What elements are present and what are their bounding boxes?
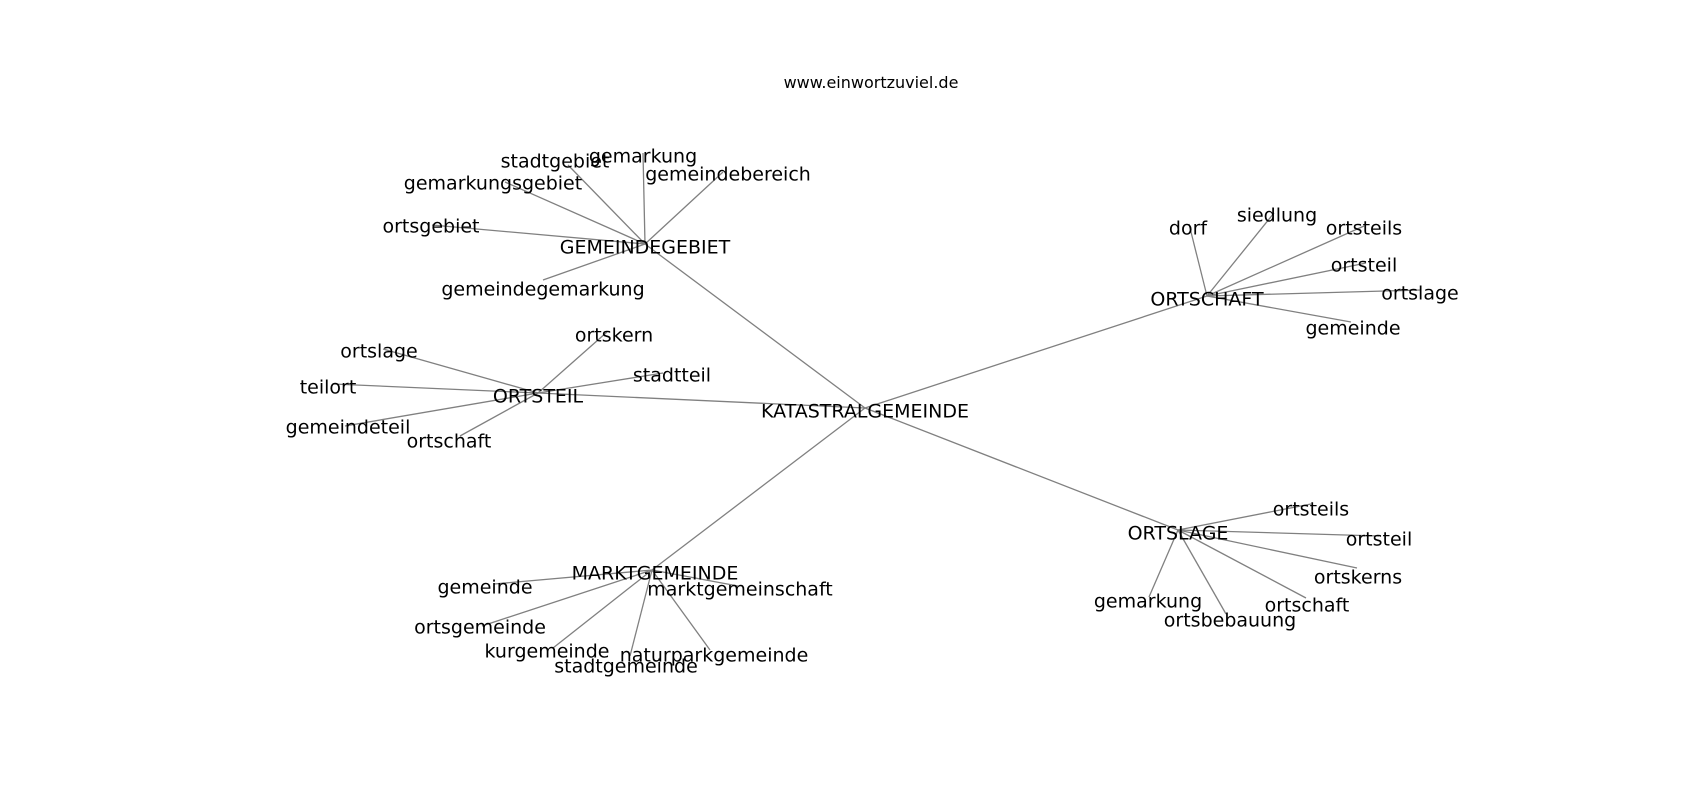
leaf-node-label: ortsteils: [1326, 218, 1402, 240]
edge-hub-to-leaf: [537, 331, 608, 394]
site-title: www.einwortzuviel.de: [784, 73, 959, 92]
edge-center-to-hub: [651, 407, 866, 571]
leaf-node-label: ortsteil: [1346, 529, 1412, 551]
leaf-node-label: gemarkung: [1094, 591, 1202, 613]
edge-hub-to-leaf: [1206, 295, 1352, 323]
edge-hub-to-leaf: [1177, 529, 1358, 569]
labels-layer: KATASTRALGEMEINDE GEMEINDEGEBIET stadtgebi…: [286, 146, 1459, 678]
edge-hub-to-leaf: [642, 152, 646, 245]
center-node-label: KATASTRALGEMEINDE: [761, 401, 969, 423]
edge-hub-to-leaf: [1148, 529, 1179, 598]
leaf-node-label: dorf: [1169, 218, 1208, 240]
leaf-node-label: ortskerns: [1314, 567, 1402, 589]
leaf-node-label: kurgemeinde: [485, 641, 610, 663]
edge-hub-to-leaf: [1177, 529, 1307, 599]
leaf-node-label: ortschaft: [1265, 595, 1350, 617]
edge-hub-to-leaf: [567, 164, 646, 245]
leaf-node-label: ortsteil: [1331, 255, 1397, 277]
edge-hub-to-leaf: [332, 383, 539, 394]
leaf-node-label: ortsgemeinde: [414, 617, 546, 639]
edge-hub-to-leaf: [552, 569, 653, 649]
hub-node-label: ORTSLAGE: [1128, 523, 1229, 545]
leaf-node-label: gemeindegemarkung: [441, 279, 644, 301]
edge-hub-to-leaf: [1177, 529, 1380, 537]
edges-layer: [332, 152, 1422, 657]
leaf-node-label: teilort: [300, 377, 357, 399]
edge-hub-to-leaf: [481, 569, 653, 627]
edge-hub-to-leaf: [504, 181, 646, 245]
leaf-node-label: stadtgebiet: [501, 151, 610, 173]
hub-node-label: GEMEINDEGEBIET: [560, 237, 731, 259]
leaf-node-label: ortslage: [1381, 283, 1458, 305]
edge-hub-to-leaf: [1206, 225, 1365, 297]
edge-center-to-hub: [864, 407, 1179, 531]
leaf-node-label: gemeindeteil: [286, 417, 411, 439]
edge-hub-to-leaf: [1206, 212, 1275, 297]
leaf-node-label: gemeindebereich: [645, 164, 811, 186]
edge-hub-to-leaf: [493, 569, 653, 585]
edge-hub-to-leaf: [629, 569, 653, 657]
edge-hub-to-leaf: [344, 392, 539, 427]
hub-node-label: MARKTGEMEINDE: [572, 563, 739, 585]
leaf-node-label: gemarkung: [589, 146, 697, 168]
leaf-node-label: siedlung: [1237, 205, 1317, 227]
leaf-node-label: ortskern: [575, 325, 653, 347]
edge-hub-to-leaf: [431, 224, 646, 245]
edge-hub-to-leaf: [644, 171, 724, 245]
leaf-node-label: marktgemeinschaft: [647, 579, 833, 601]
leaf-node-label: stadtgemeinde: [554, 656, 698, 678]
edge-hub-to-leaf: [651, 569, 739, 587]
leaf-node-label: stadtteil: [633, 365, 711, 387]
edge-hub-to-leaf: [459, 392, 539, 437]
leaf-node-label: ortsbebauung: [1164, 610, 1296, 632]
edge-hub-to-leaf: [1188, 223, 1208, 297]
edge-center-to-hub: [864, 295, 1208, 409]
edge-hub-to-leaf: [542, 243, 646, 281]
edge-hub-to-leaf: [1206, 289, 1422, 297]
leaf-node-label: gemeinde: [1305, 318, 1400, 340]
leaf-node-label: naturparkgemeinde: [620, 645, 809, 667]
edge-hub-to-leaf: [382, 348, 539, 394]
hub-node-label: ORTSCHAFT: [1150, 289, 1264, 311]
edge-center-to-hub: [644, 243, 866, 409]
leaf-node-label: ortsgebiet: [382, 216, 479, 238]
leaf-node-label: ortsteils: [1273, 499, 1349, 521]
hub-node-label: ORTSTEIL: [493, 386, 584, 408]
edge-hub-to-leaf: [1177, 529, 1227, 615]
leaf-node-label: gemarkungsgebiet: [404, 173, 582, 195]
leaf-node-label: ortslage: [340, 341, 417, 363]
edge-hub-to-leaf: [537, 372, 664, 394]
leaf-node-label: gemeinde: [437, 577, 532, 599]
edge-hub-to-leaf: [1177, 503, 1312, 531]
leaf-node-label: ortschaft: [407, 431, 492, 453]
edge-hub-to-leaf: [1206, 262, 1367, 297]
edge-center-to-hub: [537, 392, 866, 409]
edge-hub-to-leaf: [651, 569, 711, 651]
